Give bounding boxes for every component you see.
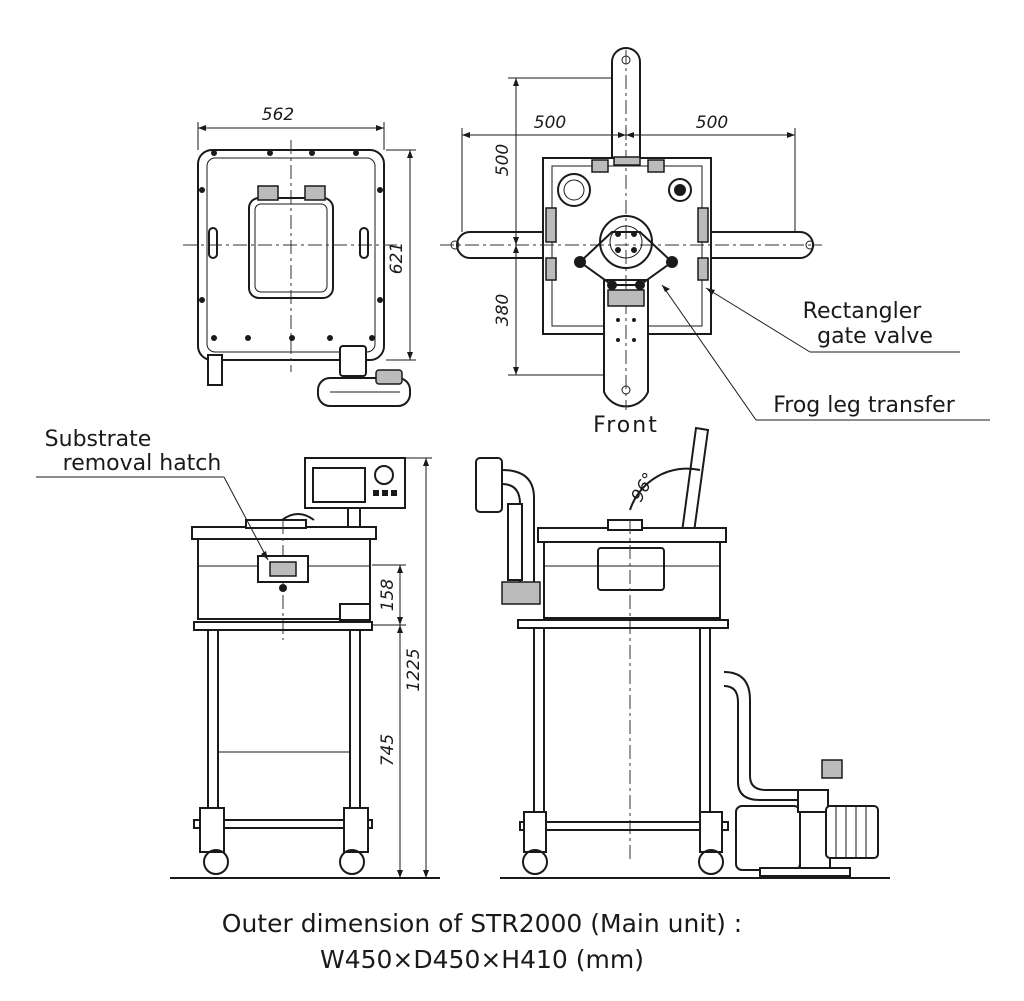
dim-500-right: 500 xyxy=(696,113,728,133)
dim-380-front: 380 xyxy=(493,294,513,326)
top-view-left: 562 621 xyxy=(183,105,416,407)
dim-96deg: 96° xyxy=(627,469,659,505)
dim-745: 745 xyxy=(378,734,398,766)
dim-500-back: 500 xyxy=(493,144,513,176)
caption-line-2: W450×D450×H410 (mm) xyxy=(320,945,644,974)
top-view-right: 500 500 500 380 xyxy=(440,47,990,421)
dim-158: 158 xyxy=(378,579,398,612)
dim-621: 621 xyxy=(387,242,407,274)
dim-500-left: 500 xyxy=(534,113,566,133)
label-frog-leg: Frog leg transfer xyxy=(773,393,955,418)
dim-1225: 1225 xyxy=(404,648,424,691)
label-hatch-1: Substrate xyxy=(45,427,152,452)
side-elevation: 96° xyxy=(475,426,890,879)
caption-line-1: Outer dimension of STR2000 (Main unit) : xyxy=(222,909,742,938)
label-gate-valve-2: gate valve xyxy=(817,324,933,349)
label-hatch-2: removal hatch xyxy=(63,451,222,476)
label-gate-valve-1: Rectangler xyxy=(803,299,923,324)
dim-562: 562 xyxy=(262,105,294,125)
label-front: Front xyxy=(593,413,659,438)
front-elevation: 158 1225 745 xyxy=(36,457,440,879)
